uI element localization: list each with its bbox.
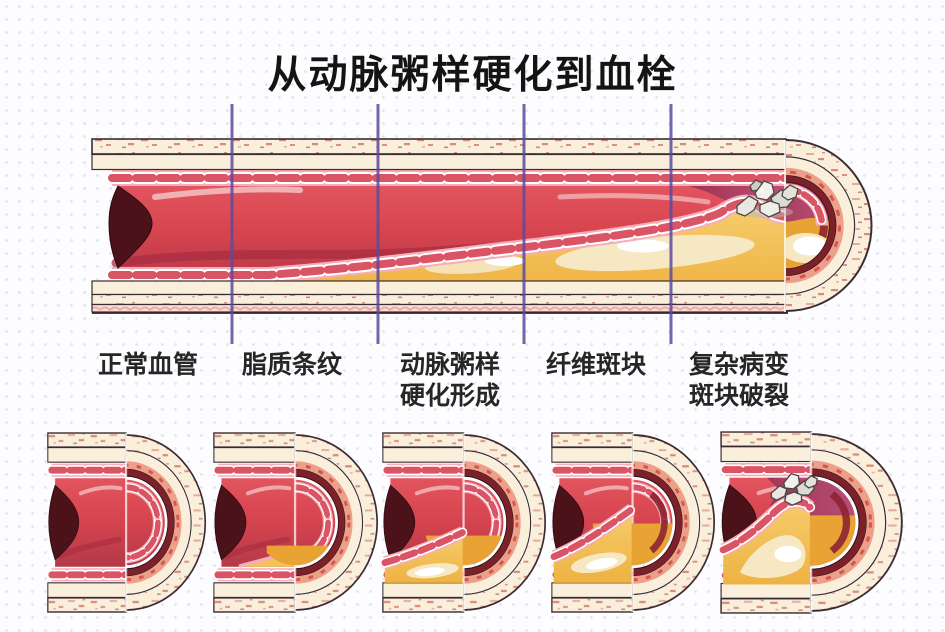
stage-label-line: 动脉粥样 bbox=[399, 351, 500, 379]
plaque-wedge bbox=[274, 208, 786, 294]
cap-junction-line bbox=[784, 140, 787, 312]
stage-label-line: 斑块破裂 bbox=[688, 382, 789, 410]
lumen-gloss bbox=[557, 193, 711, 205]
thrombus-clot bbox=[736, 179, 799, 218]
stage-divider-line-3 bbox=[522, 104, 526, 344]
thrombus-clot-small bbox=[770, 473, 818, 506]
stage-label-line: 正常血管 bbox=[97, 351, 198, 379]
vessel-wall-top bbox=[91, 138, 787, 171]
cross-section-stage-3 bbox=[381, 433, 545, 612]
stage-label-line: 复杂病变 bbox=[688, 351, 789, 379]
stage-divider-line-2 bbox=[376, 104, 380, 344]
stage-divider-line-1 bbox=[230, 104, 234, 344]
stage-label-line: 脂质条纹 bbox=[241, 351, 342, 379]
stage-label-atherosclerosis: 动脉粥样 硬化形成 bbox=[355, 350, 545, 412]
stage-dividers bbox=[230, 104, 673, 344]
cross-section-stage-4 bbox=[550, 433, 714, 612]
cross-section-stage-1 bbox=[47, 433, 205, 612]
vessel-cap-rings bbox=[786, 139, 873, 312]
fibrous-plaque-overlay bbox=[550, 491, 673, 583]
stage-label-line: 硬化形成 bbox=[399, 382, 500, 410]
stage-label-fibrous-plaque: 纤维斑块 bbox=[501, 350, 691, 381]
stage-label-fatty-streak: 脂质条纹 bbox=[197, 350, 387, 381]
diagram-title: 从动脉粥样硬化到血栓 bbox=[267, 54, 678, 97]
atheroma-overlay bbox=[381, 526, 504, 583]
cross-section-stage-5 bbox=[719, 432, 902, 613]
stage-label-line: 纤维斑块 bbox=[545, 351, 646, 379]
complex-lesion-overlay bbox=[719, 473, 856, 585]
plaque-lipid-core bbox=[425, 234, 755, 274]
open-end-shadow bbox=[108, 185, 153, 269]
cross-section-stage-2 bbox=[213, 433, 377, 612]
stage-label-normal: 正常血管 bbox=[53, 350, 243, 381]
stage-divider-line-4 bbox=[669, 104, 673, 344]
main-vessel-longitudinal bbox=[91, 138, 873, 314]
vessel-wall-bottom bbox=[91, 280, 788, 314]
stage-label-complex-lesion: 复杂病变 斑块破裂 bbox=[644, 350, 834, 412]
